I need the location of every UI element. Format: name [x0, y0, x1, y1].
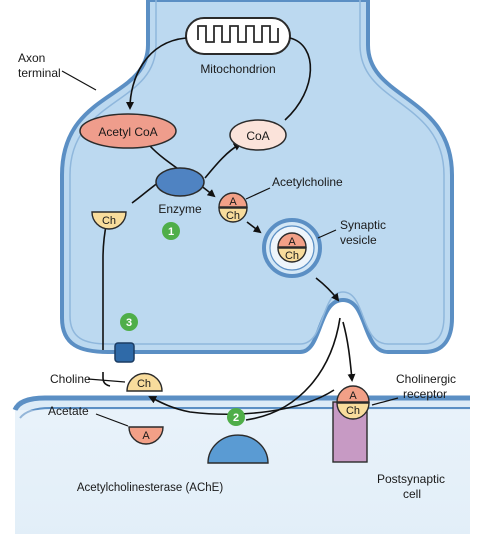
- acetate-molecule: A: [128, 426, 164, 445]
- vesicle-leader: [317, 229, 337, 239]
- cholinergic-receptor-label-2: receptor: [403, 387, 447, 401]
- synaptic-vesicle-label-2: vesicle: [340, 233, 377, 247]
- step-1-number: 1: [168, 226, 174, 238]
- acetyl-coa-label: Acetyl CoA: [98, 125, 157, 139]
- choline-transporter: [114, 342, 135, 363]
- mitochondrion: [185, 17, 291, 55]
- choline-leader: [87, 378, 126, 383]
- step-2-marker: 2: [227, 408, 245, 426]
- cholinergic-receptor: A Ch: [332, 385, 370, 463]
- choline-label: Choline: [50, 372, 91, 386]
- receptor-acetyl-label: A: [349, 390, 357, 402]
- receptor-choline-label: Ch: [346, 405, 360, 417]
- acetate-acetyl-label: A: [142, 430, 150, 442]
- choline-label: Ch: [226, 210, 240, 222]
- acetylcholine-leader: [245, 187, 271, 200]
- acetylcholine-label: Acetylcholine: [272, 175, 343, 189]
- release-to-ache-arrow: [245, 317, 341, 421]
- postsynaptic-cell-label-2: cell: [403, 487, 421, 501]
- step-2-number: 2: [233, 412, 239, 424]
- coa: CoA: [229, 119, 287, 151]
- vesicle-acetyl-label: A: [288, 236, 296, 248]
- enzyme-label: Enzyme: [158, 202, 202, 216]
- ache-label: Acetylcholinesterase (AChE): [77, 482, 224, 494]
- postsynaptic-cell-label-1: Postsynaptic: [377, 472, 445, 486]
- axon-terminal-leader: [61, 70, 97, 91]
- choline-molecule-cleft: Ch: [126, 372, 163, 392]
- axon-terminal: [60, 0, 454, 354]
- step-3-marker: 3: [120, 313, 138, 331]
- coa-label: CoA: [246, 129, 269, 143]
- synaptic-vesicle-label-1: Synaptic: [340, 218, 386, 232]
- acetyl-label: A: [229, 196, 237, 208]
- acetate-leader: [95, 413, 129, 427]
- cleft-choline-label: Ch: [137, 378, 151, 390]
- acetyl-coa: Acetyl CoA: [79, 113, 177, 149]
- mito-to-acetyl-coa-arrow: [126, 37, 187, 110]
- enzyme: Enzyme: [155, 167, 205, 216]
- synaptic-vesicle: A Ch: [262, 218, 322, 278]
- acetate-label: Acetate: [48, 404, 89, 418]
- ach-into-vesicle-arrow: [246, 221, 262, 234]
- mitochondrion-label: Mitochondrion: [200, 62, 275, 76]
- ache-to-choline-arrow: [148, 389, 335, 415]
- choline-molecule-inner: Ch: [91, 211, 127, 230]
- coa-to-mito-arrow: [284, 37, 312, 121]
- acetylcholine-molecule: A Ch: [218, 192, 248, 223]
- choline-to-transporter-arrow: [102, 372, 111, 387]
- enzyme-to-coa-arrow: [204, 143, 242, 179]
- cholinergic-receptor-label-1: Cholinergic: [396, 372, 456, 386]
- vesicle-to-membrane-arrow: [315, 277, 340, 302]
- receptor-leader: [371, 397, 399, 406]
- step-1-marker: 1: [162, 222, 180, 240]
- ache-enzyme: [207, 434, 269, 464]
- axon-terminal-label-2: terminal: [18, 66, 61, 80]
- step-3-number: 3: [126, 317, 132, 329]
- release-to-receptor-arrow: [342, 321, 356, 382]
- inner-choline-label: Ch: [102, 215, 116, 227]
- axon-terminal-label-1: Axon: [18, 51, 45, 65]
- vesicle-choline-label: Ch: [285, 250, 299, 262]
